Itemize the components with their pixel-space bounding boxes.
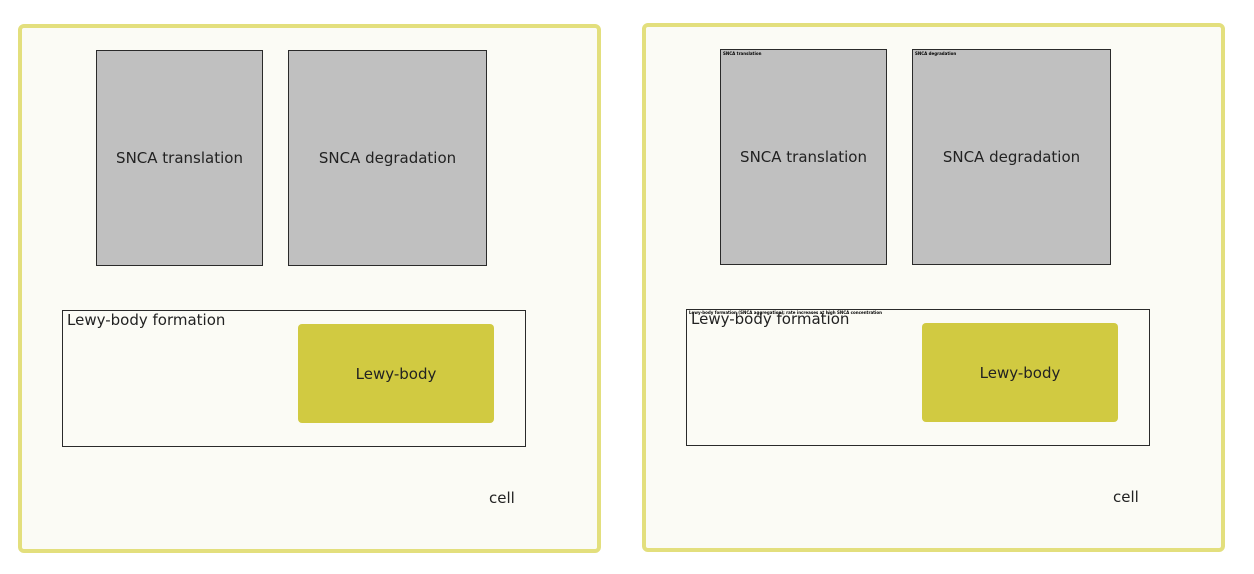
snca-degradation-label: SNCA degradation [318,149,457,167]
lewy-body-formation-small-label: Lewy-body formation (SNCA aggregation); … [689,310,883,315]
cell-label: cell [489,489,515,507]
snca-translation-process: SNCA translation [96,50,263,266]
lewy-body-formation-compartment: Lewy-body formation (SNCA aggregation); … [686,309,1150,446]
snca-degradation-label: SNCA degradation [942,148,1081,166]
lewy-body-node: Lewy-body [298,324,494,423]
snca-translation-label: SNCA translation [116,149,243,167]
cell-label: cell [1113,488,1139,506]
snca-translation-small-label: SNCA translation [723,51,762,56]
lewy-body-node: Lewy-body [922,323,1118,422]
snca-degradation-process: SNCA degradation SNCA degradation [912,49,1111,265]
lewy-body-formation-compartment: Lewy-body formation Lewy-body [62,310,526,447]
cell-compartment-right: SNCA translation SNCA translation SNCA d… [642,23,1225,552]
cell-compartment-left: SNCA translation SNCA degradation Lewy-b… [18,24,601,553]
lewy-body-formation-label: Lewy-body formation [67,311,226,329]
lewy-body-label: Lewy-body [355,364,437,383]
snca-degradation-small-label: SNCA degradation [915,51,957,56]
lewy-body-label: Lewy-body [979,363,1061,382]
lewy-body-formation-label: Lewy-body formation [691,310,850,328]
snca-degradation-process: SNCA degradation [288,50,487,266]
snca-translation-label: SNCA translation [740,148,867,166]
snca-translation-process: SNCA translation SNCA translation [720,49,887,265]
